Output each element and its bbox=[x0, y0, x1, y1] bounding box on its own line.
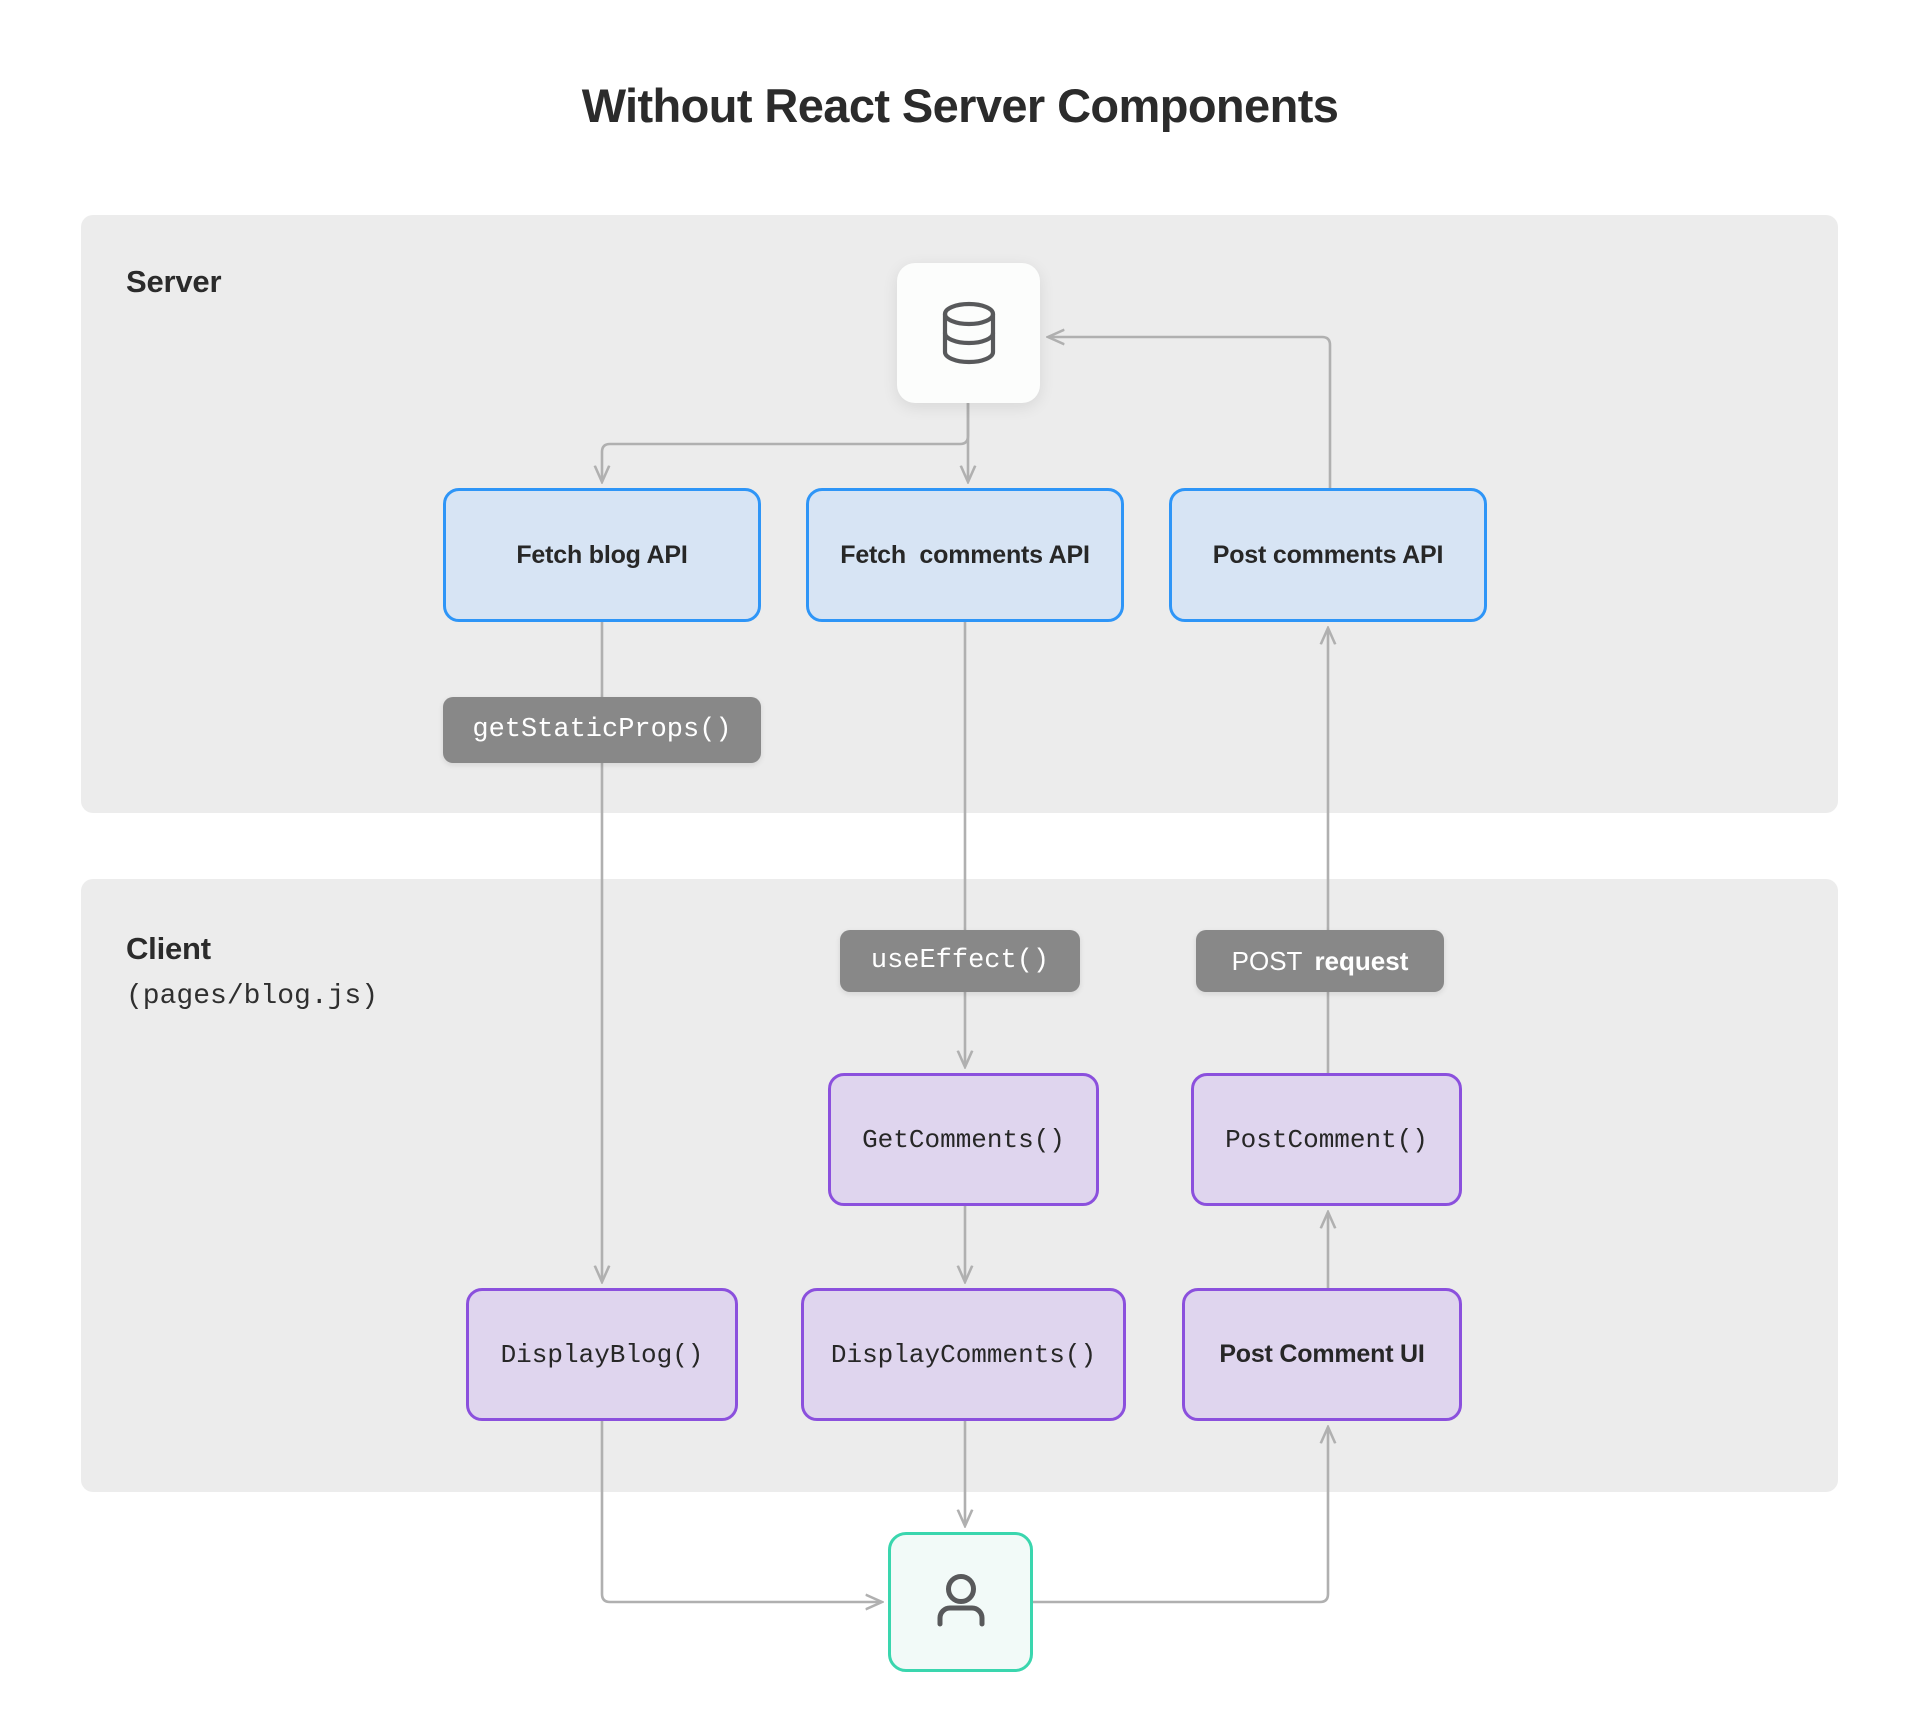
node-fetch-blog-api[interactable]: Fetch blog API bbox=[443, 488, 761, 622]
pill-label: getStaticProps() bbox=[472, 715, 732, 745]
database-icon bbox=[938, 300, 1000, 366]
server-lane-label: Server bbox=[126, 264, 222, 299]
node-label: PostComment() bbox=[1225, 1124, 1428, 1155]
node-label: Fetch comments API bbox=[840, 540, 1090, 569]
node-label: Post Comment UI bbox=[1219, 1340, 1425, 1368]
node-label: Post comments API bbox=[1212, 540, 1444, 569]
user-node[interactable] bbox=[888, 1532, 1033, 1672]
node-post-comment[interactable]: PostComment() bbox=[1191, 1073, 1462, 1206]
pill-label-request: request bbox=[1314, 945, 1409, 976]
user-icon bbox=[930, 1571, 992, 1633]
client-lane-sublabel: (pages/blog.js) bbox=[126, 981, 379, 1012]
node-post-comment-ui[interactable]: Post Comment UI bbox=[1182, 1288, 1462, 1421]
pill-post-request: POST request bbox=[1196, 930, 1444, 992]
node-display-comments[interactable]: DisplayComments() bbox=[801, 1288, 1126, 1421]
page-title: Without React Server Components bbox=[581, 79, 1339, 132]
node-label: Fetch blog API bbox=[516, 540, 688, 569]
pill-get-static-props: getStaticProps() bbox=[443, 697, 761, 763]
node-post-comments-api[interactable]: Post comments API bbox=[1169, 488, 1487, 622]
node-fetch-comments-api[interactable]: Fetch comments API bbox=[806, 488, 1124, 622]
pill-label-method: POST bbox=[1231, 945, 1303, 976]
node-get-comments[interactable]: GetComments() bbox=[828, 1073, 1099, 1206]
client-lane-label: Client bbox=[126, 931, 211, 966]
pill-label: useEffect() bbox=[870, 946, 1050, 976]
node-label: DisplayComments() bbox=[830, 1339, 1097, 1370]
node-display-blog[interactable]: DisplayBlog() bbox=[466, 1288, 738, 1421]
node-label: GetComments() bbox=[862, 1124, 1065, 1155]
pill-use-effect: useEffect() bbox=[840, 930, 1080, 992]
node-label: DisplayBlog() bbox=[500, 1339, 704, 1370]
database-node[interactable] bbox=[897, 263, 1040, 403]
